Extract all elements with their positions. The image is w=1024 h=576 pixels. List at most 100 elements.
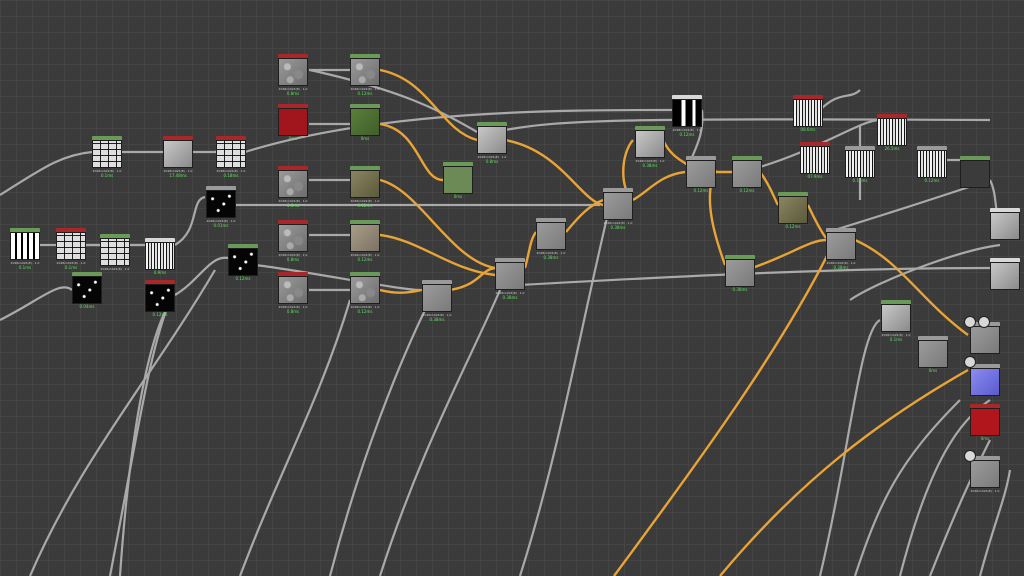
graph-node[interactable]: 0.12ms [845, 146, 875, 183]
graph-node[interactable]: 2048x1024(8) · 1.0 0.38ms [536, 218, 566, 260]
graph-node[interactable]: 2048x1024(8) · 1.0 0.01ms [206, 186, 236, 228]
node-header [278, 272, 308, 276]
graph-node[interactable]: 0.12ms [732, 156, 762, 193]
graph-node[interactable] [990, 208, 1020, 240]
node-thumbnail [990, 262, 1020, 290]
node-thumbnail [278, 108, 308, 136]
graph-node[interactable]: 2048x1024(8) · 1.0 0.38ms [422, 280, 452, 322]
graph-node[interactable]: 2048x1024(8) · 1.0 0.38ms [826, 228, 856, 270]
node-header [350, 54, 380, 58]
output-toggle-button[interactable] [964, 450, 976, 462]
node-resolution: 2048x1024(8) · 1.0 [672, 128, 702, 132]
graph-node[interactable]: 0ms [443, 162, 473, 199]
node-header [495, 258, 525, 262]
node-resolution: 2048x1024(8) · 1.0 [826, 261, 856, 265]
node-header [145, 238, 175, 242]
node-thumbnail [100, 238, 130, 266]
node-timing: 0.12ms [235, 276, 251, 281]
graph-node[interactable]: 2048x1024(8) · 1.0 0.12ms [350, 54, 380, 96]
graph-node[interactable]: 2048x1024(8) · 1.0 0.1ms [92, 136, 122, 178]
node-timing: 0.12ms [924, 178, 940, 183]
node-header [145, 280, 175, 284]
node-header [826, 228, 856, 232]
graph-node[interactable]: 0.04ms [72, 272, 102, 309]
graph-node[interactable]: 2048x1024(8) · 1.0 0.1ms [881, 300, 911, 342]
node-timing: 0.38ms [732, 287, 748, 292]
node-thumbnail [725, 259, 755, 287]
node-timing: 0.38ms [429, 317, 445, 322]
graph-node[interactable] [960, 156, 990, 188]
graph-node[interactable]: 2048x1024(8) · 1.0 17.48ms [163, 136, 193, 178]
node-thumbnail [278, 276, 308, 304]
graph-node[interactable]: 2048x1024(8) · 1.0 0.1ms [56, 228, 86, 270]
graph-node[interactable]: 0ms [278, 104, 308, 141]
node-thumbnail [970, 368, 1000, 396]
graph-node[interactable]: 2048x1024(8) · 1.0 0.12ms [672, 95, 702, 137]
graph-node[interactable]: 2048x1024(8) · 1.0 [100, 234, 130, 271]
graph-node[interactable]: 2048x1024(8) · 1.0 0.38ms [635, 126, 665, 168]
node-thumbnail [778, 196, 808, 224]
node-resolution: 2048x1024(8) · 1.0 [350, 199, 380, 203]
node-resolution: 2048x1024(8) · 1.0 [635, 159, 665, 163]
node-resolution: 2048x1024(8) · 1.0 [278, 87, 308, 91]
node-thumbnail [970, 408, 1000, 436]
output-toggle-button[interactable] [964, 356, 976, 368]
graph-node[interactable]: 0.12ms [145, 280, 175, 317]
node-timing: 0.04ms [79, 304, 95, 309]
graph-node[interactable] [970, 364, 1000, 396]
node-header [877, 114, 907, 118]
graph-node[interactable]: 2048x1024(8) · 1.0 0.38ms [603, 188, 633, 230]
graph-node[interactable] [990, 258, 1020, 290]
graph-node[interactable]: 07.9ms [800, 142, 830, 179]
node-header [477, 122, 507, 126]
node-header [56, 228, 86, 232]
graph-node[interactable]: 2048x1024(8) · 1.0 0.8ms [278, 166, 308, 208]
node-timing: 0.1ms [64, 265, 78, 270]
node-thumbnail [56, 232, 86, 260]
output-toggle-button[interactable] [978, 316, 990, 328]
output-toggle-button[interactable] [964, 316, 976, 328]
node-header [163, 136, 193, 140]
graph-node[interactable]: 0.12ms [778, 192, 808, 229]
graph-node[interactable]: 2048x1024(8) · 1.0 0.12ms [350, 220, 380, 262]
graph-node[interactable]: 2048x1024(8) · 1.0 0.12ms [350, 166, 380, 208]
node-resolution: 2048x1024(8) · 1.0 [881, 333, 911, 337]
graph-node[interactable]: 0.38ms [725, 255, 755, 292]
graph-node[interactable]: 26.5ms [877, 114, 907, 151]
node-header [990, 208, 1020, 212]
graph-node[interactable]: 2048x1024(8) · 1.0 0.8ms [278, 272, 308, 314]
graph-node[interactable]: 2048x1024(8) · 1.0 0.8ms [278, 220, 308, 262]
node-timing: 0.38ms [502, 295, 518, 300]
node-timing: 0.38ms [833, 265, 849, 270]
graph-node[interactable]: 2048x1024(8) · 1.0 0.8ms [278, 54, 308, 96]
graph-node[interactable]: 0ms [918, 336, 948, 373]
node-timing: 0.12ms [679, 132, 695, 137]
node-thumbnail [350, 108, 380, 136]
graph-node[interactable]: 08.6ms [793, 95, 823, 132]
node-header [990, 258, 1020, 262]
graph-node[interactable]: 0.12ms [228, 244, 258, 281]
node-thumbnail [10, 232, 40, 260]
graph-node[interactable]: 0.12ms [917, 146, 947, 183]
graph-node[interactable]: 2048x1024(8) · 1.0 0.18ms [216, 136, 246, 178]
graph-node[interactable]: 2048x1024(8) · 1.0 0.12ms [350, 272, 380, 314]
graph-node[interactable]: 2048x1024(8) · 1.0 0.1ms [10, 228, 40, 270]
graph-node[interactable]: 0ms [350, 104, 380, 141]
node-thumbnail [216, 140, 246, 168]
node-resolution: 2048x1024(8) · 1.0 [216, 169, 246, 173]
node-header [100, 234, 130, 238]
node-thumbnail [917, 150, 947, 178]
graph-node[interactable]: 0.9ms [145, 238, 175, 275]
graph-node[interactable]: 2048x1024(8) · 1.0 0.38ms [495, 258, 525, 300]
node-resolution: 2048x1024(8) · 1.0 [278, 305, 308, 309]
node-header [686, 156, 716, 160]
node-timing: 0.12ms [852, 178, 868, 183]
graph-node[interactable]: 0.12ms [686, 156, 716, 193]
node-resolution: 2048x1024(8) · 1.0 [536, 251, 566, 255]
graph-node[interactable]: 0ms [970, 404, 1000, 441]
node-header [793, 95, 823, 99]
graph-node[interactable]: 2048x1024(8) · 1.0 [970, 456, 1000, 493]
graph-node[interactable]: 2048x1024(8) · 1.0 0.8ms [477, 122, 507, 164]
node-thumbnail [990, 212, 1020, 240]
